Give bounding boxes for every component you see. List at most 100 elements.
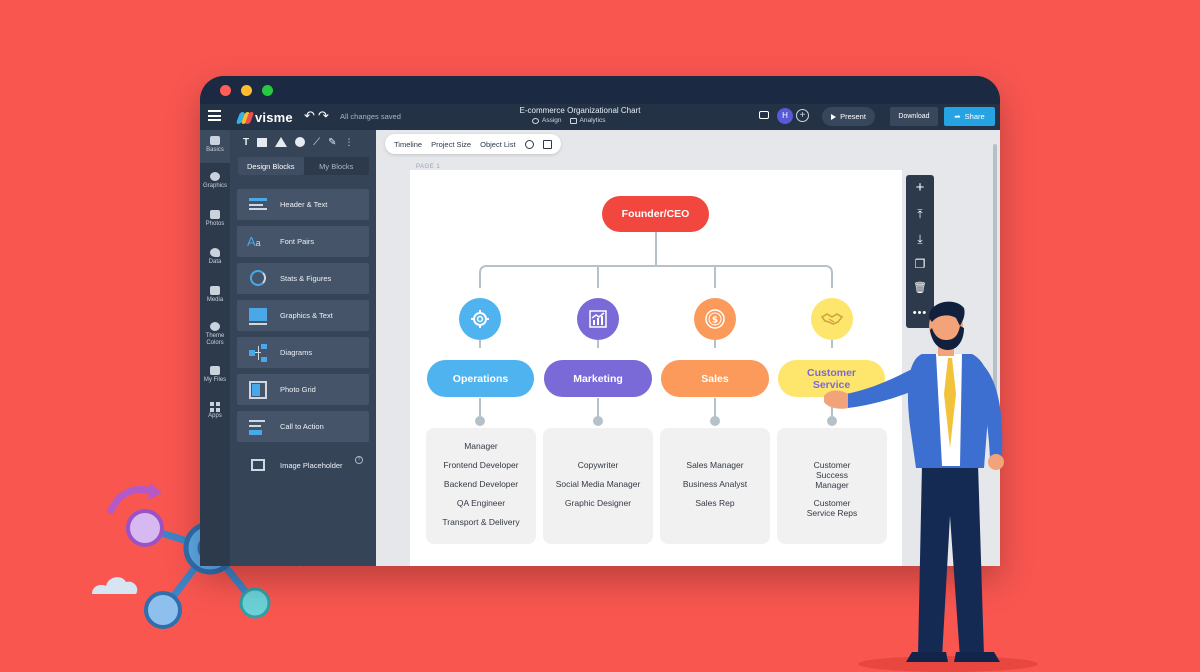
rail-item-theme-colors[interactable]: Theme Colors xyxy=(200,322,230,347)
role-label: Customer Service Reps xyxy=(806,498,858,518)
operations-icon-circle xyxy=(459,298,501,340)
role-label: Manager xyxy=(464,441,498,451)
apps-icon xyxy=(210,402,220,412)
block-font-pairs[interactable]: Aa Font Pairs xyxy=(237,226,369,257)
triangle-tool-icon[interactable] xyxy=(275,137,288,147)
rail-item-basics[interactable]: Basics xyxy=(200,130,230,163)
role-label: Sales Rep xyxy=(695,498,735,508)
marketing-box[interactable]: Marketing xyxy=(544,360,652,397)
block-header-text[interactable]: Header & Text xyxy=(237,189,369,220)
text-tool[interactable]: T xyxy=(243,136,250,148)
chart-icon xyxy=(589,310,607,328)
element-floating-toolbar: + ⤒ ⤓ ❐ 🗑 ••• xyxy=(906,175,934,328)
add-collaborator-button[interactable]: + xyxy=(796,109,809,122)
graphics-text-icon xyxy=(247,307,269,325)
redo-icon[interactable]: ↷ xyxy=(318,108,329,123)
sales-roles-card: Sales Manager Business Analyst Sales Rep xyxy=(660,428,770,544)
block-photo-grid[interactable]: Photo Grid xyxy=(237,374,369,405)
comment-icon[interactable] xyxy=(759,111,769,119)
marketing-icon-circle xyxy=(577,298,619,340)
block-graphics-text[interactable]: Graphics & Text xyxy=(237,300,369,331)
operations-box[interactable]: Operations xyxy=(427,360,534,397)
title-bar xyxy=(200,76,1000,104)
rail-item-photos[interactable]: Photos xyxy=(200,210,230,228)
blocks-tabs: Design Blocks My Blocks xyxy=(238,157,369,175)
block-image-placeholder[interactable]: Image Placeholder ? xyxy=(237,450,369,481)
role-label: Graphic Designer xyxy=(564,498,632,508)
photo-grid-icon xyxy=(247,380,269,399)
vertical-scrollbar[interactable] xyxy=(993,144,997,404)
org-chart-connectors xyxy=(479,232,833,418)
present-button[interactable]: Present xyxy=(822,107,875,126)
canvas-toolbar: Timeline Project Size Object List xyxy=(385,134,561,154)
download-button[interactable]: Download xyxy=(890,107,938,126)
sales-box[interactable]: Sales xyxy=(661,360,769,397)
basic-tools-row: T ⟋ ✎ ⋮ xyxy=(230,130,376,154)
more-tools-icon[interactable]: ⋮ xyxy=(344,136,354,147)
block-diagrams[interactable]: Diagrams xyxy=(237,337,369,368)
maximize-window-button[interactable] xyxy=(262,85,273,96)
move-up-icon[interactable]: ⤒ xyxy=(917,207,923,221)
block-call-to-action[interactable]: Call to Action xyxy=(237,411,369,442)
hamburger-menu-icon[interactable] xyxy=(208,110,221,121)
org-chart-page[interactable]: Founder/CEO Operations Manager Frontend … xyxy=(410,170,902,566)
block-label: Photo Grid xyxy=(280,385,316,394)
role-label: Social Media Manager xyxy=(555,479,641,489)
close-window-button[interactable] xyxy=(220,85,231,96)
app-window: visme ↶ ↷ All changes saved E-commerce O… xyxy=(200,76,1000,566)
avatar[interactable]: H xyxy=(777,108,793,124)
settings-gear-icon[interactable] xyxy=(524,139,534,149)
delete-icon[interactable]: 🗑 xyxy=(913,282,927,294)
present-label: Present xyxy=(840,112,866,121)
fit-frame-icon[interactable] xyxy=(542,139,552,149)
marketing-roles-card: Copywriter Social Media Manager Graphic … xyxy=(543,428,653,544)
role-label: Business Analyst xyxy=(682,479,748,489)
move-down-icon[interactable]: ⤓ xyxy=(917,232,923,246)
undo-icon[interactable]: ↶ xyxy=(304,108,315,123)
line-tool-icon[interactable]: ⟋ xyxy=(313,136,321,148)
basics-icon xyxy=(210,136,220,145)
document-title[interactable]: E-commerce Organizational Chart xyxy=(519,106,641,115)
logo-text: visme xyxy=(255,110,293,125)
header-text-icon xyxy=(247,196,269,214)
block-label: Font Pairs xyxy=(280,237,315,246)
rail-item-graphics[interactable]: Graphics xyxy=(200,172,230,190)
founder-ceo-box[interactable]: Founder/CEO xyxy=(602,196,709,232)
design-blocks-panel: T ⟋ ✎ ⋮ Design Blocks My Blocks Header &… xyxy=(230,130,376,566)
rectangle-tool-icon[interactable] xyxy=(257,137,268,147)
pencil-tool-icon[interactable]: ✎ xyxy=(328,136,337,148)
role-label: Copywriter xyxy=(577,460,619,470)
role-label: Customer Success Manager xyxy=(813,460,851,490)
connector-dot xyxy=(475,416,485,426)
diagrams-icon xyxy=(247,343,269,362)
photos-icon xyxy=(210,210,220,219)
app-logo[interactable]: visme xyxy=(235,110,293,125)
circle-tool-icon[interactable] xyxy=(295,137,306,147)
tab-my-blocks[interactable]: My Blocks xyxy=(319,161,354,171)
operations-roles-card: Manager Frontend Developer Backend Devel… xyxy=(426,428,536,544)
more-options-icon[interactable]: ••• xyxy=(912,307,928,319)
rail-item-my-files[interactable]: My Files xyxy=(200,366,230,384)
share-button[interactable]: ➦ Share xyxy=(944,107,995,126)
object-list-button[interactable]: Object List xyxy=(480,139,516,149)
timeline-button[interactable]: Timeline xyxy=(394,139,423,149)
rail-item-data[interactable]: Data xyxy=(200,248,230,266)
sales-icon-circle: $ xyxy=(694,298,736,340)
tab-design-blocks[interactable]: Design Blocks xyxy=(238,157,304,175)
handshake-icon xyxy=(820,313,844,325)
minimize-window-button[interactable] xyxy=(241,85,252,96)
duplicate-icon[interactable]: ❐ xyxy=(914,257,926,271)
role-label: Sales Manager xyxy=(686,460,744,470)
share-label: Share xyxy=(964,112,985,121)
analytics-label: Analytics xyxy=(579,117,606,124)
help-icon[interactable]: ? xyxy=(355,456,363,464)
analytics-link[interactable]: Analytics xyxy=(569,117,606,124)
block-stats-figures[interactable]: Stats & Figures xyxy=(237,263,369,294)
block-label: Call to Action xyxy=(280,422,324,431)
assign-label: Assign xyxy=(542,117,562,124)
project-size-button[interactable]: Project Size xyxy=(431,139,472,149)
rail-item-media[interactable]: Media xyxy=(200,286,230,304)
add-icon[interactable]: + xyxy=(915,179,925,196)
assign-link[interactable]: Assign xyxy=(532,117,562,124)
rail-item-apps[interactable]: Apps xyxy=(200,402,230,420)
